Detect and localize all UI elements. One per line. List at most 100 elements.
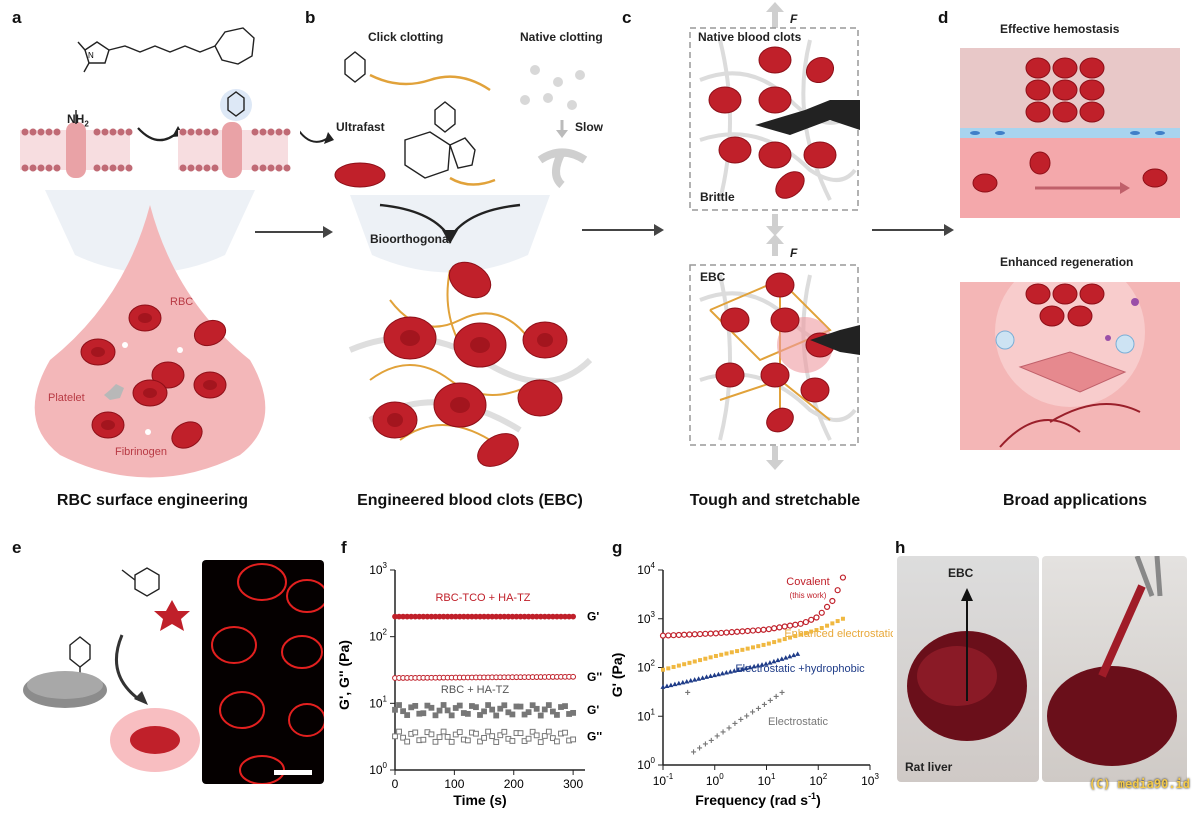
chart-g-point: [743, 665, 749, 671]
force-label-bottom: F: [790, 246, 798, 260]
platelet-shape: [104, 384, 124, 400]
chart-g-point: [713, 653, 718, 658]
regeneration-illustration: [960, 282, 1180, 450]
chart-f-point: [570, 736, 577, 743]
chart-g-point: [724, 651, 729, 656]
caption-c: Tough and stretchable: [689, 492, 861, 509]
chart-f-point: [545, 728, 552, 735]
chart-g-point: [763, 661, 769, 666]
chart-g-series-3: +++++++++++++++++: [685, 688, 785, 759]
chart-g-point: [760, 626, 767, 633]
chart-g-point: [698, 658, 703, 663]
chart-f-point: [541, 706, 548, 713]
tick-label: 102: [809, 772, 827, 788]
chart-g-point: [744, 627, 751, 635]
chart-f-series-1: [392, 673, 577, 681]
chart-g-point: [767, 660, 773, 665]
chart-f-point: [456, 702, 463, 709]
chart-f-point: [537, 712, 544, 719]
panel-label-g: g: [612, 538, 623, 557]
chart-f-series-label: G'': [587, 729, 602, 743]
chart-f-point: [436, 734, 443, 741]
chart-g-point: [830, 621, 835, 626]
chart-g-point: [707, 630, 714, 637]
chart-g-point: +: [744, 711, 750, 722]
chart-f-series-label: G': [587, 610, 599, 624]
chart-f-point: [533, 732, 540, 739]
chart-f-point: [481, 708, 487, 715]
chart-g-series-2: [660, 651, 801, 689]
chart-g-point: [696, 630, 704, 638]
chart-f-point: [481, 735, 487, 741]
chart-g-point: [787, 653, 793, 659]
chart-f-annotation-tco: RBC-TCO + HA-TZ: [435, 592, 530, 604]
chart-g-point: +: [702, 740, 708, 751]
chart-g-point: [839, 574, 847, 581]
chart-f-point: [537, 739, 544, 745]
click-clotting-label: Click clotting: [368, 30, 444, 44]
brittle-label: Brittle: [700, 190, 735, 204]
chart-f-point: [493, 739, 500, 745]
chart-g-series-1: [661, 616, 845, 672]
chart-f-point: [477, 712, 483, 718]
chart-f-point: [428, 731, 435, 738]
chart-g-point: [728, 629, 735, 636]
chart-g-point: [750, 645, 755, 650]
chart-g-point: [819, 626, 824, 631]
native-clotting-label: Native clotting: [520, 30, 603, 44]
chart-g-point: [825, 623, 830, 628]
chart-g-point: [676, 663, 681, 668]
panel-e-illustration: [23, 567, 200, 772]
chart-g-point: [777, 638, 782, 643]
chart-g-point: [682, 662, 687, 667]
chart-f-point: [485, 702, 492, 708]
chart-g-point: [739, 666, 745, 671]
chart-g-legend-covalent-note: (this work): [790, 591, 827, 600]
chart-g-point: [739, 628, 746, 635]
arrow-c-to-d: [872, 224, 954, 236]
chart-f-x-tick-label: 200: [504, 777, 524, 791]
ebc-label-c: EBC: [700, 270, 726, 284]
chart-f-series-0: [392, 613, 577, 620]
effective-hemostasis-label: Effective hemostasis: [1000, 22, 1120, 36]
chart-f-point: [493, 712, 500, 719]
tick-label: 104: [637, 561, 655, 577]
chart-g-point: [700, 675, 706, 680]
chart-f-point: [570, 613, 577, 620]
chart-g-point: [813, 614, 820, 621]
chart-f-point: [549, 735, 556, 741]
chart-g-point: [771, 658, 777, 664]
chart-g-point: [687, 660, 692, 665]
slow-label: Slow: [575, 120, 604, 134]
chart-f-point: [420, 710, 427, 717]
rbc-label: RBC: [170, 296, 194, 308]
chart-g-point: +: [750, 708, 756, 719]
chart-g-point: +: [691, 748, 697, 759]
chart-f-point: [404, 712, 411, 718]
bioorthogonal-label: Bioorthogonal: [370, 232, 452, 246]
panel-a-illustration: N: [20, 27, 291, 478]
rat-liver-photo-left: [897, 556, 1039, 782]
chart-f-point: [497, 732, 504, 739]
chart-g-point: [719, 652, 724, 657]
panel-label-h: h: [895, 538, 906, 557]
chart-f: G', G'' (Pa) Time (s) RBC-TCO + HA-TZ RB…: [336, 561, 602, 808]
chart-g-point: [703, 656, 708, 661]
chart-f-point: [396, 728, 402, 735]
nh2-label: NH2: [67, 112, 89, 128]
chart-f-x-tick-label: 300: [563, 777, 583, 791]
chart-g-point: [668, 682, 674, 688]
chart-g-point: [740, 647, 745, 652]
hemostasis-illustration: [960, 48, 1180, 218]
chart-g-point: [829, 597, 836, 605]
chart-f-point: [477, 738, 483, 745]
membrane-left: [20, 110, 133, 178]
panel-label-e: e: [12, 538, 22, 557]
arrow-b-to-c: [582, 224, 664, 236]
chart-g-xlabel-sup: -1: [808, 791, 816, 801]
panel-label-f: f: [341, 538, 347, 557]
tick-label: 103: [637, 610, 655, 626]
chart-g-point: [749, 627, 757, 634]
chart-g-point: [735, 667, 741, 672]
chart-f-point: [485, 728, 492, 735]
